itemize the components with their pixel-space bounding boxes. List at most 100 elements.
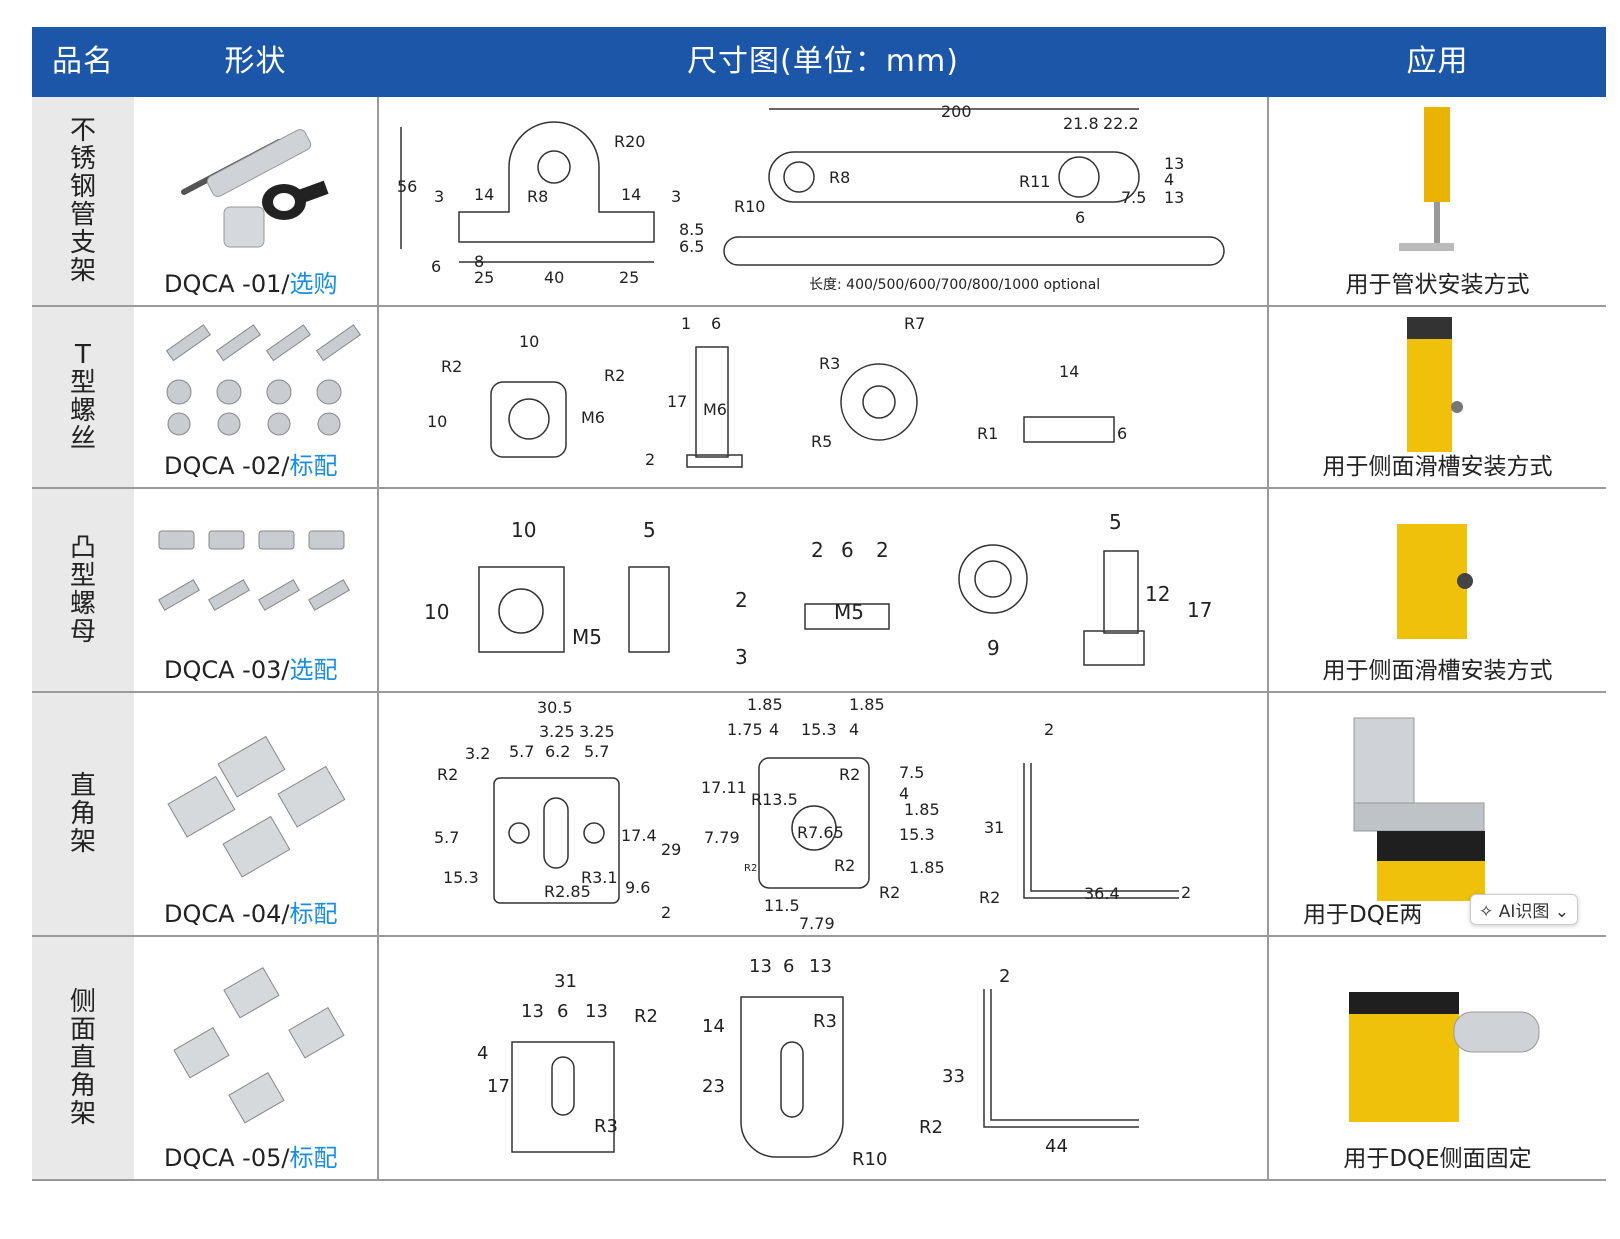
application-cell: 用于侧面滑槽安装方式 [1269, 307, 1606, 487]
side-fixing-photo [1349, 992, 1540, 1122]
dim-label: R3 [819, 354, 840, 373]
table-row: 不锈钢管支架 DQCA -01/选购 [32, 97, 1606, 307]
dim-label: 8 [474, 252, 484, 271]
product-code: DQCA -02/标配 [164, 452, 338, 480]
product-name-cell: 凸型螺母 [32, 489, 134, 691]
config-tag[interactable]: 标配 [289, 900, 338, 928]
dim-label: 4 [849, 720, 859, 739]
ai-recognize-button[interactable]: ✧ AI识图 ⌄ [1470, 894, 1578, 925]
dimension-drawing-cell: 10 10 M5 5 2 6 2 2 M5 3 9 5 12 17 [379, 489, 1269, 691]
dim-label: 3.25 [539, 722, 575, 741]
dim-label: 14 [621, 185, 641, 204]
header-name: 品名 [52, 44, 114, 79]
dim-label: 7.5 [899, 763, 924, 782]
dim-label: 31 [984, 818, 1004, 837]
bracket-mount-photo [1353, 717, 1485, 901]
product-name: 侧面直角架 [69, 987, 96, 1129]
dim-label: R5 [811, 432, 832, 451]
product-code: DQCA -05/标配 [164, 1144, 338, 1172]
shape-cell: DQCA -04/标配 [134, 693, 379, 935]
dim-label: R7.65 [797, 823, 844, 842]
product-name: 凸型螺母 [69, 533, 96, 647]
dim-label: R1 [977, 424, 998, 443]
dim-label: R10 [852, 1149, 887, 1170]
dim-label: 13 [1164, 154, 1184, 173]
dim-label: R8 [829, 168, 850, 187]
dim-label: R11 [1019, 172, 1050, 191]
dim-label: 2 [645, 450, 655, 469]
dimension-drawing: R20 56 3 14 R8 14 3 8.5 6.5 6 8 25 40 25… [397, 102, 1225, 293]
dim-label: 17 [1187, 598, 1212, 622]
dim-label: R7 [904, 314, 925, 333]
dim-label: 2 [1181, 883, 1191, 902]
optional-tag[interactable]: 选配 [289, 656, 338, 684]
shape-cell: DQCA -02/标配 [134, 307, 379, 487]
dim-label: R2 [834, 856, 855, 875]
pipe-mount-photo [1399, 107, 1454, 251]
dim-label: M5 [572, 625, 602, 649]
header-application: 应用 [1406, 44, 1469, 79]
dim-label: 15.3 [801, 720, 837, 739]
product-code: DQCA -04/标配 [164, 900, 338, 928]
dim-label: 13 [585, 1001, 608, 1022]
dim-label: R2 [839, 765, 860, 784]
config-tag[interactable]: 标配 [289, 452, 338, 480]
dim-label: 6 [557, 1001, 568, 1022]
t-nut-photo [157, 530, 351, 611]
dim-label: M6 [581, 408, 605, 427]
config-tag[interactable]: 标配 [289, 1144, 338, 1172]
dim-label: 13 [809, 956, 832, 977]
dim-label: 1 [681, 314, 691, 333]
dim-label: 36.4 [1084, 884, 1120, 903]
dim-label: 10 [519, 332, 539, 351]
shape-cell: DQCA -03/选配 [134, 489, 379, 691]
dim-label: 40 [544, 268, 564, 287]
dim-label: 6.2 [545, 742, 570, 761]
application-text: 用于管状安装方式 [1345, 272, 1530, 298]
length-note: 长度: 400/500/600/700/800/1000 optional [809, 277, 1100, 293]
dimension-drawing: 10 10 M5 5 2 6 2 2 M5 3 9 5 12 17 [424, 510, 1212, 669]
dimension-drawing-cell: 10 R2 R2 10 M6 1 6 17 M6 2 R7 R3 R5 14 R… [379, 307, 1269, 487]
dim-label: 7.79 [799, 914, 835, 933]
product-code: DQCA -01/选购 [164, 270, 338, 298]
application-cell: 用于DQE侧面固定 [1269, 937, 1606, 1179]
dimension-drawing-cell: 31 13 6 13 R2 4 17 R3 13 6 13 14 R3 23 R… [379, 937, 1269, 1179]
side-bracket-photo [173, 966, 345, 1124]
sparkle-icon: ✧ [1479, 902, 1494, 922]
purchase-tag[interactable]: 选购 [289, 270, 338, 298]
dim-label: 17.4 [621, 826, 657, 845]
dim-label: 1.85 [849, 695, 885, 714]
application-cell: 用于侧面滑槽安装方式 [1269, 489, 1606, 691]
dim-label: 10 [511, 518, 536, 542]
dim-label: 3 [434, 187, 444, 206]
dim-label: 29 [661, 840, 681, 859]
dim-label: 5 [643, 518, 656, 542]
dim-label: 4 [899, 784, 909, 803]
shape-cell: DQCA -01/选购 [134, 97, 379, 305]
dim-label: 5 [1109, 510, 1122, 534]
dim-label: R2 [634, 1006, 658, 1027]
dim-label: 3.2 [465, 744, 490, 763]
dim-label: 6 [1117, 424, 1127, 443]
dim-label: 1.85 [909, 858, 945, 877]
dim-label: 200 [941, 102, 972, 121]
table-row: 直角架 DQCA -04/标配 30. [32, 693, 1606, 937]
application-cell: 用于DQE两用用用用式 ✧ AI识图 ⌄ [1269, 693, 1606, 935]
dim-label: 6 [783, 956, 794, 977]
dim-label: R3.1 [581, 868, 618, 887]
dim-label: 17 [487, 1076, 510, 1097]
table-header: 品名 形状 尺寸图(单位：mm) 应用 [32, 27, 1606, 97]
dim-label: 3.25 [579, 722, 615, 741]
dimension-drawing-cell: 30.5 3.25 3.25 3.2 5.7 6.2 5.7 R2 5.7 15… [379, 693, 1269, 935]
dim-label: 6 [1075, 208, 1085, 227]
dim-label: 5.7 [509, 742, 534, 761]
product-name: 直角架 [69, 771, 96, 857]
dim-label: R13.5 [751, 790, 798, 809]
shape-cell: DQCA -05/标配 [134, 937, 379, 1179]
header-dims: 尺寸图(单位：mm) [687, 44, 959, 79]
dim-label: 13 [1164, 188, 1184, 207]
product-name-cell: 不锈钢管支架 [32, 97, 134, 305]
dim-label: R2 [441, 357, 462, 376]
table-row: 凸型螺母 DQCA -03/选配 10 10 [32, 489, 1606, 693]
